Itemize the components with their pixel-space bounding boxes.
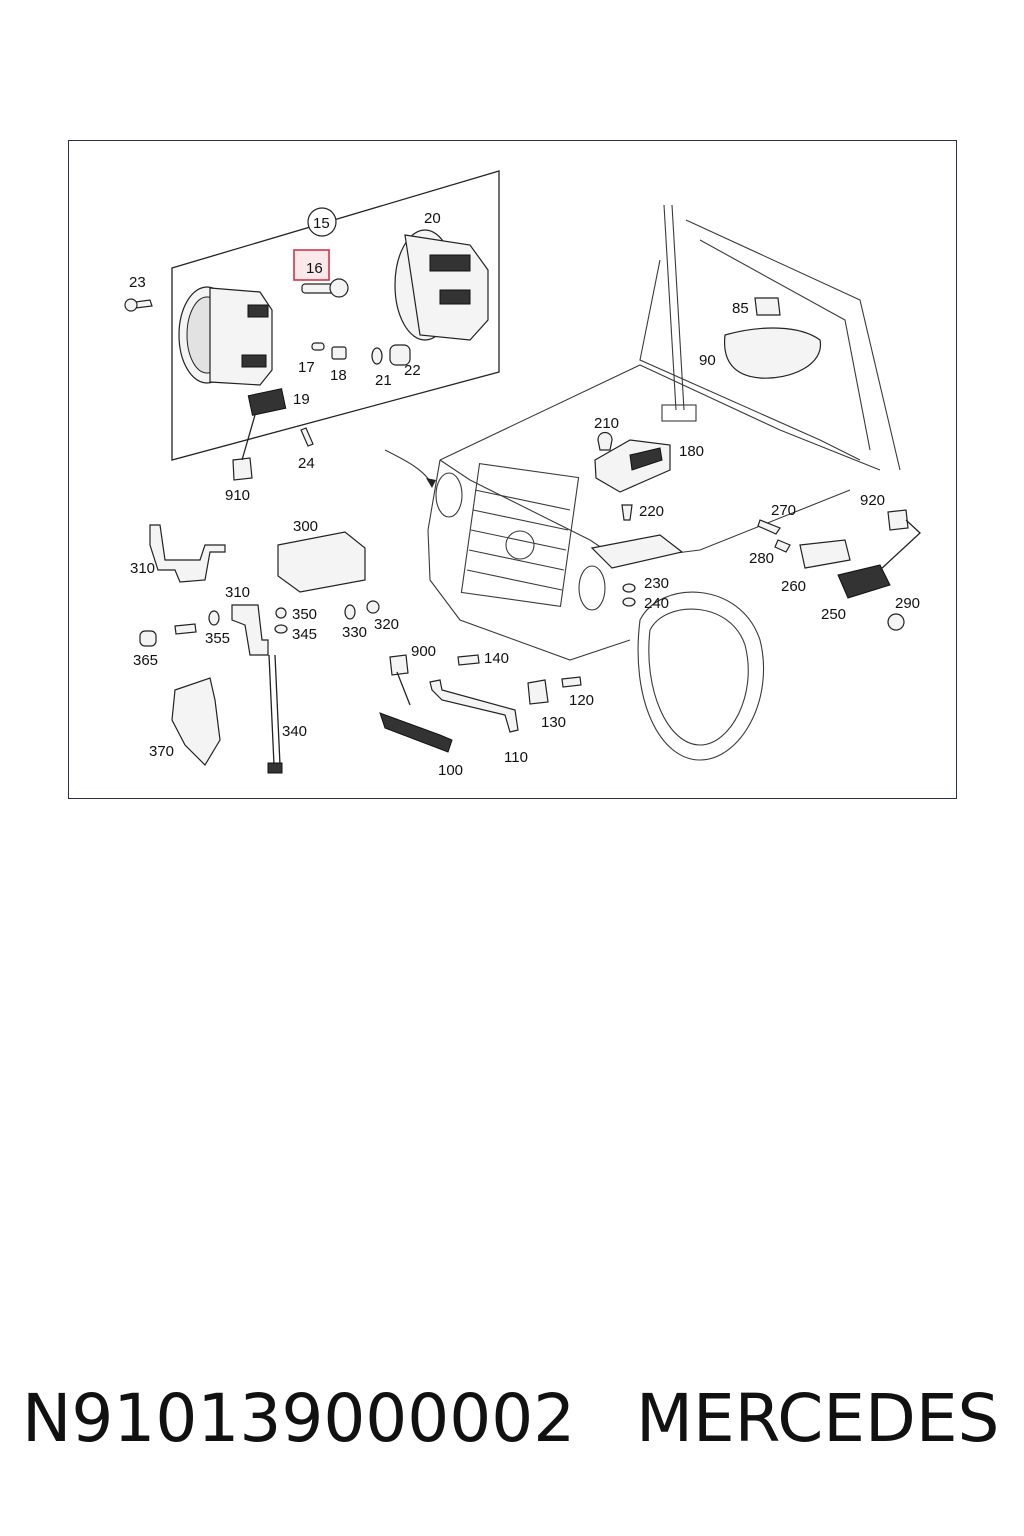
part-320 (366, 600, 380, 614)
highlight-box-16 (293, 249, 330, 281)
callout-220: 220 (639, 503, 664, 520)
callout-110: 110 (504, 749, 528, 766)
callout-920: 920 (860, 492, 885, 509)
part-300-module (277, 531, 366, 593)
callout-180: 180 (679, 443, 704, 460)
part-19 (247, 388, 287, 416)
part-220 (621, 504, 633, 521)
part-900 (389, 654, 409, 676)
callout-280: 280 (749, 550, 774, 567)
part-130 (527, 679, 549, 705)
callout-350: 350 (292, 606, 317, 623)
callout-90: 90 (699, 352, 716, 369)
callout-290: 290 (895, 595, 920, 612)
callout-21: 21 (375, 372, 392, 389)
callout-85: 85 (732, 300, 749, 317)
callout-260: 260 (781, 578, 806, 595)
part-22 (389, 344, 411, 366)
part-210-bulb (597, 431, 613, 451)
callout-120: 120 (569, 692, 594, 709)
callout-230: 230 (644, 575, 669, 592)
callout-100: 100 (438, 762, 463, 779)
part-120 (561, 676, 582, 688)
callout-circle-15 (307, 207, 337, 237)
callout-365: 365 (133, 652, 158, 669)
callout-355: 355 (205, 630, 230, 647)
callout-910: 910 (225, 487, 250, 504)
callout-19: 19 (293, 391, 310, 408)
callout-340: 340 (282, 723, 307, 740)
callout-22: 22 (404, 362, 421, 379)
part-90 (723, 327, 821, 379)
callout-18: 18 (330, 367, 347, 384)
callout-20: 20 (424, 210, 441, 227)
part-number: N910139000002 (22, 1380, 576, 1457)
part-340-bolt (267, 762, 283, 774)
part-230-plate (590, 534, 684, 569)
headlamp-rear-housing (394, 229, 489, 341)
callout-300: 300 (293, 518, 318, 535)
part-24 (300, 427, 314, 447)
part-270 (757, 519, 781, 535)
callout-24: 24 (298, 455, 315, 472)
part-350 (275, 607, 287, 619)
callout-370: 370 (149, 743, 174, 760)
part-85 (754, 297, 781, 316)
callout-140: 140 (484, 650, 509, 667)
part-290 (887, 613, 905, 631)
bulb-part-16 (301, 278, 349, 298)
callout-240: 240 (644, 595, 669, 612)
callout-130: 130 (541, 714, 566, 731)
callout-15: 15 (313, 215, 330, 232)
callout-23: 23 (129, 274, 146, 291)
part-21 (371, 347, 383, 365)
part-355-bolt (174, 623, 197, 635)
callout-900: 900 (411, 643, 436, 660)
part-17 (311, 342, 325, 351)
callout-250: 250 (821, 606, 846, 623)
part-310-bracket-b (231, 604, 269, 656)
brand-name: MERCEDES (636, 1380, 1000, 1457)
callout-210: 210 (594, 415, 619, 432)
part-140 (457, 654, 480, 666)
part-100-lamp (379, 712, 453, 753)
part-330 (344, 604, 356, 620)
callout-330: 330 (342, 624, 367, 641)
callout-310b: 310 (225, 584, 250, 601)
part-280 (774, 539, 791, 553)
callout-16: 16 (306, 260, 323, 277)
part-110-bracket (429, 679, 519, 733)
part-250 (837, 564, 891, 599)
part-355 (208, 610, 220, 626)
part-365 (139, 630, 157, 647)
part-920 (887, 509, 909, 531)
part-910 (232, 457, 253, 481)
part-310-bracket (149, 524, 226, 583)
diagram-frame (68, 140, 957, 799)
callout-310a: 310 (130, 560, 155, 577)
callout-17: 17 (298, 359, 315, 376)
headlamp-housing-left (178, 286, 273, 386)
callout-320: 320 (374, 616, 399, 633)
footer: N910139000002 MERCEDES (0, 1380, 1024, 1470)
part-345 (274, 624, 288, 634)
headlamp-group-panel (171, 170, 500, 461)
callout-345: 345 (292, 626, 317, 643)
part-18 (331, 346, 347, 360)
callout-270: 270 (771, 502, 796, 519)
part-260 (799, 539, 851, 569)
part-370-bracket (171, 677, 221, 766)
